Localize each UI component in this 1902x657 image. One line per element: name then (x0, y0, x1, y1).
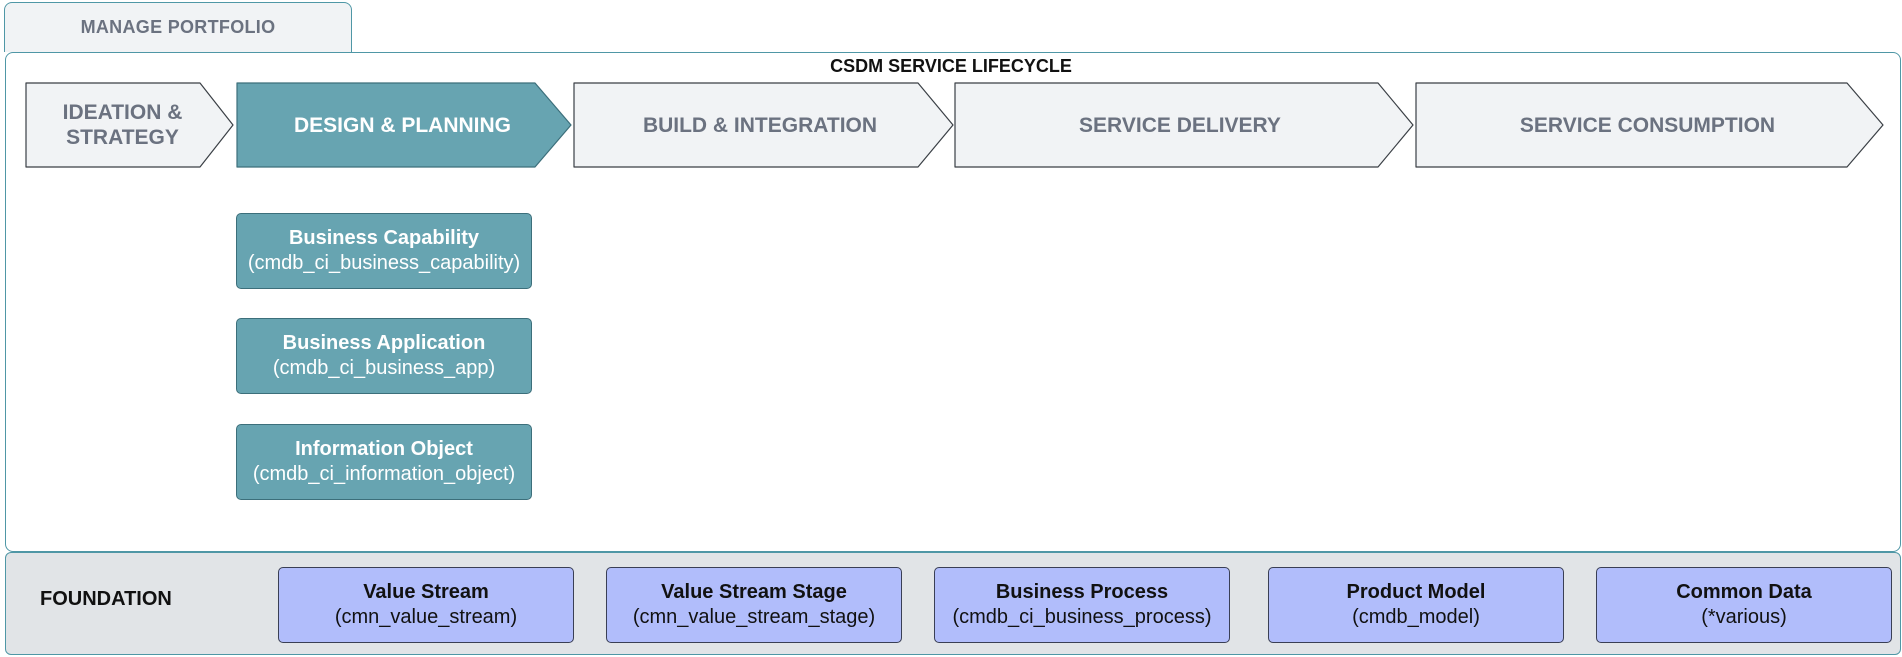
box-name: Common Data (1676, 581, 1812, 603)
stage-label-ideation: IDEATION & STRATEGY (62, 101, 183, 149)
stage-chevron-build[interactable] (573, 82, 954, 168)
foundation-label: FOUNDATION (40, 588, 172, 610)
manage-portfolio-tab[interactable]: MANAGE PORTFOLIO (4, 2, 352, 52)
stage-chevron-ideation[interactable] (25, 82, 234, 168)
stage-chevron-delivery[interactable] (954, 82, 1414, 168)
stage-label-delivery: SERVICE DELIVERY (1079, 113, 1281, 137)
box-name: Business Capability (288, 227, 480, 249)
box-name: Business Application (282, 332, 486, 354)
stage-chevron-design[interactable] (236, 82, 572, 168)
box-table-name: (cmn_value_stream_stage) (632, 606, 876, 628)
box-table-name: (cmdb_ci_business_process) (952, 606, 1212, 628)
box-name: Value Stream (363, 581, 489, 603)
box-name: Business Process (995, 581, 1169, 603)
box-table-name: (cmn_value_stream) (334, 606, 518, 628)
box-name: Value Stream Stage (661, 581, 847, 603)
business-process-box[interactable]: Business Process (cmdb_ci_business_proce… (934, 567, 1230, 643)
lifecycle-title: CSDM SERVICE LIFECYCLE (830, 56, 1072, 76)
box-name: Information Object (295, 438, 473, 460)
value-stream-box[interactable]: Value Stream (cmn_value_stream) (278, 567, 574, 643)
box-table-name: (cmdb_ci_business_capability) (247, 252, 521, 274)
box-table-name: (cmdb_model) (1352, 606, 1480, 628)
box-table-name: (cmdb_ci_business_app) (272, 357, 496, 379)
product-model-box[interactable]: Product Model (cmdb_model) (1268, 567, 1564, 643)
stage-label-build: BUILD & INTEGRATION (642, 113, 878, 137)
business-application-box[interactable]: Business Application (cmdb_ci_business_a… (236, 318, 532, 394)
box-name: Product Model (1346, 581, 1486, 603)
stage-label-design: DESIGN & PLANNING (293, 113, 511, 137)
information-object-box[interactable]: Information Object (cmdb_ci_information_… (236, 424, 532, 500)
value-stream-stage-box[interactable]: Value Stream Stage (cmn_value_stream_sta… (606, 567, 902, 643)
stage-chevron-consumption[interactable] (1415, 82, 1884, 168)
stage-label-consumption: SERVICE CONSUMPTION (1519, 113, 1776, 137)
box-table-name: (*various) (1701, 606, 1787, 628)
box-table-name: (cmdb_ci_information_object) (252, 463, 516, 485)
common-data-box[interactable]: Common Data (*various) (1596, 567, 1892, 643)
business-capability-box[interactable]: Business Capability (cmdb_ci_business_ca… (236, 213, 532, 289)
